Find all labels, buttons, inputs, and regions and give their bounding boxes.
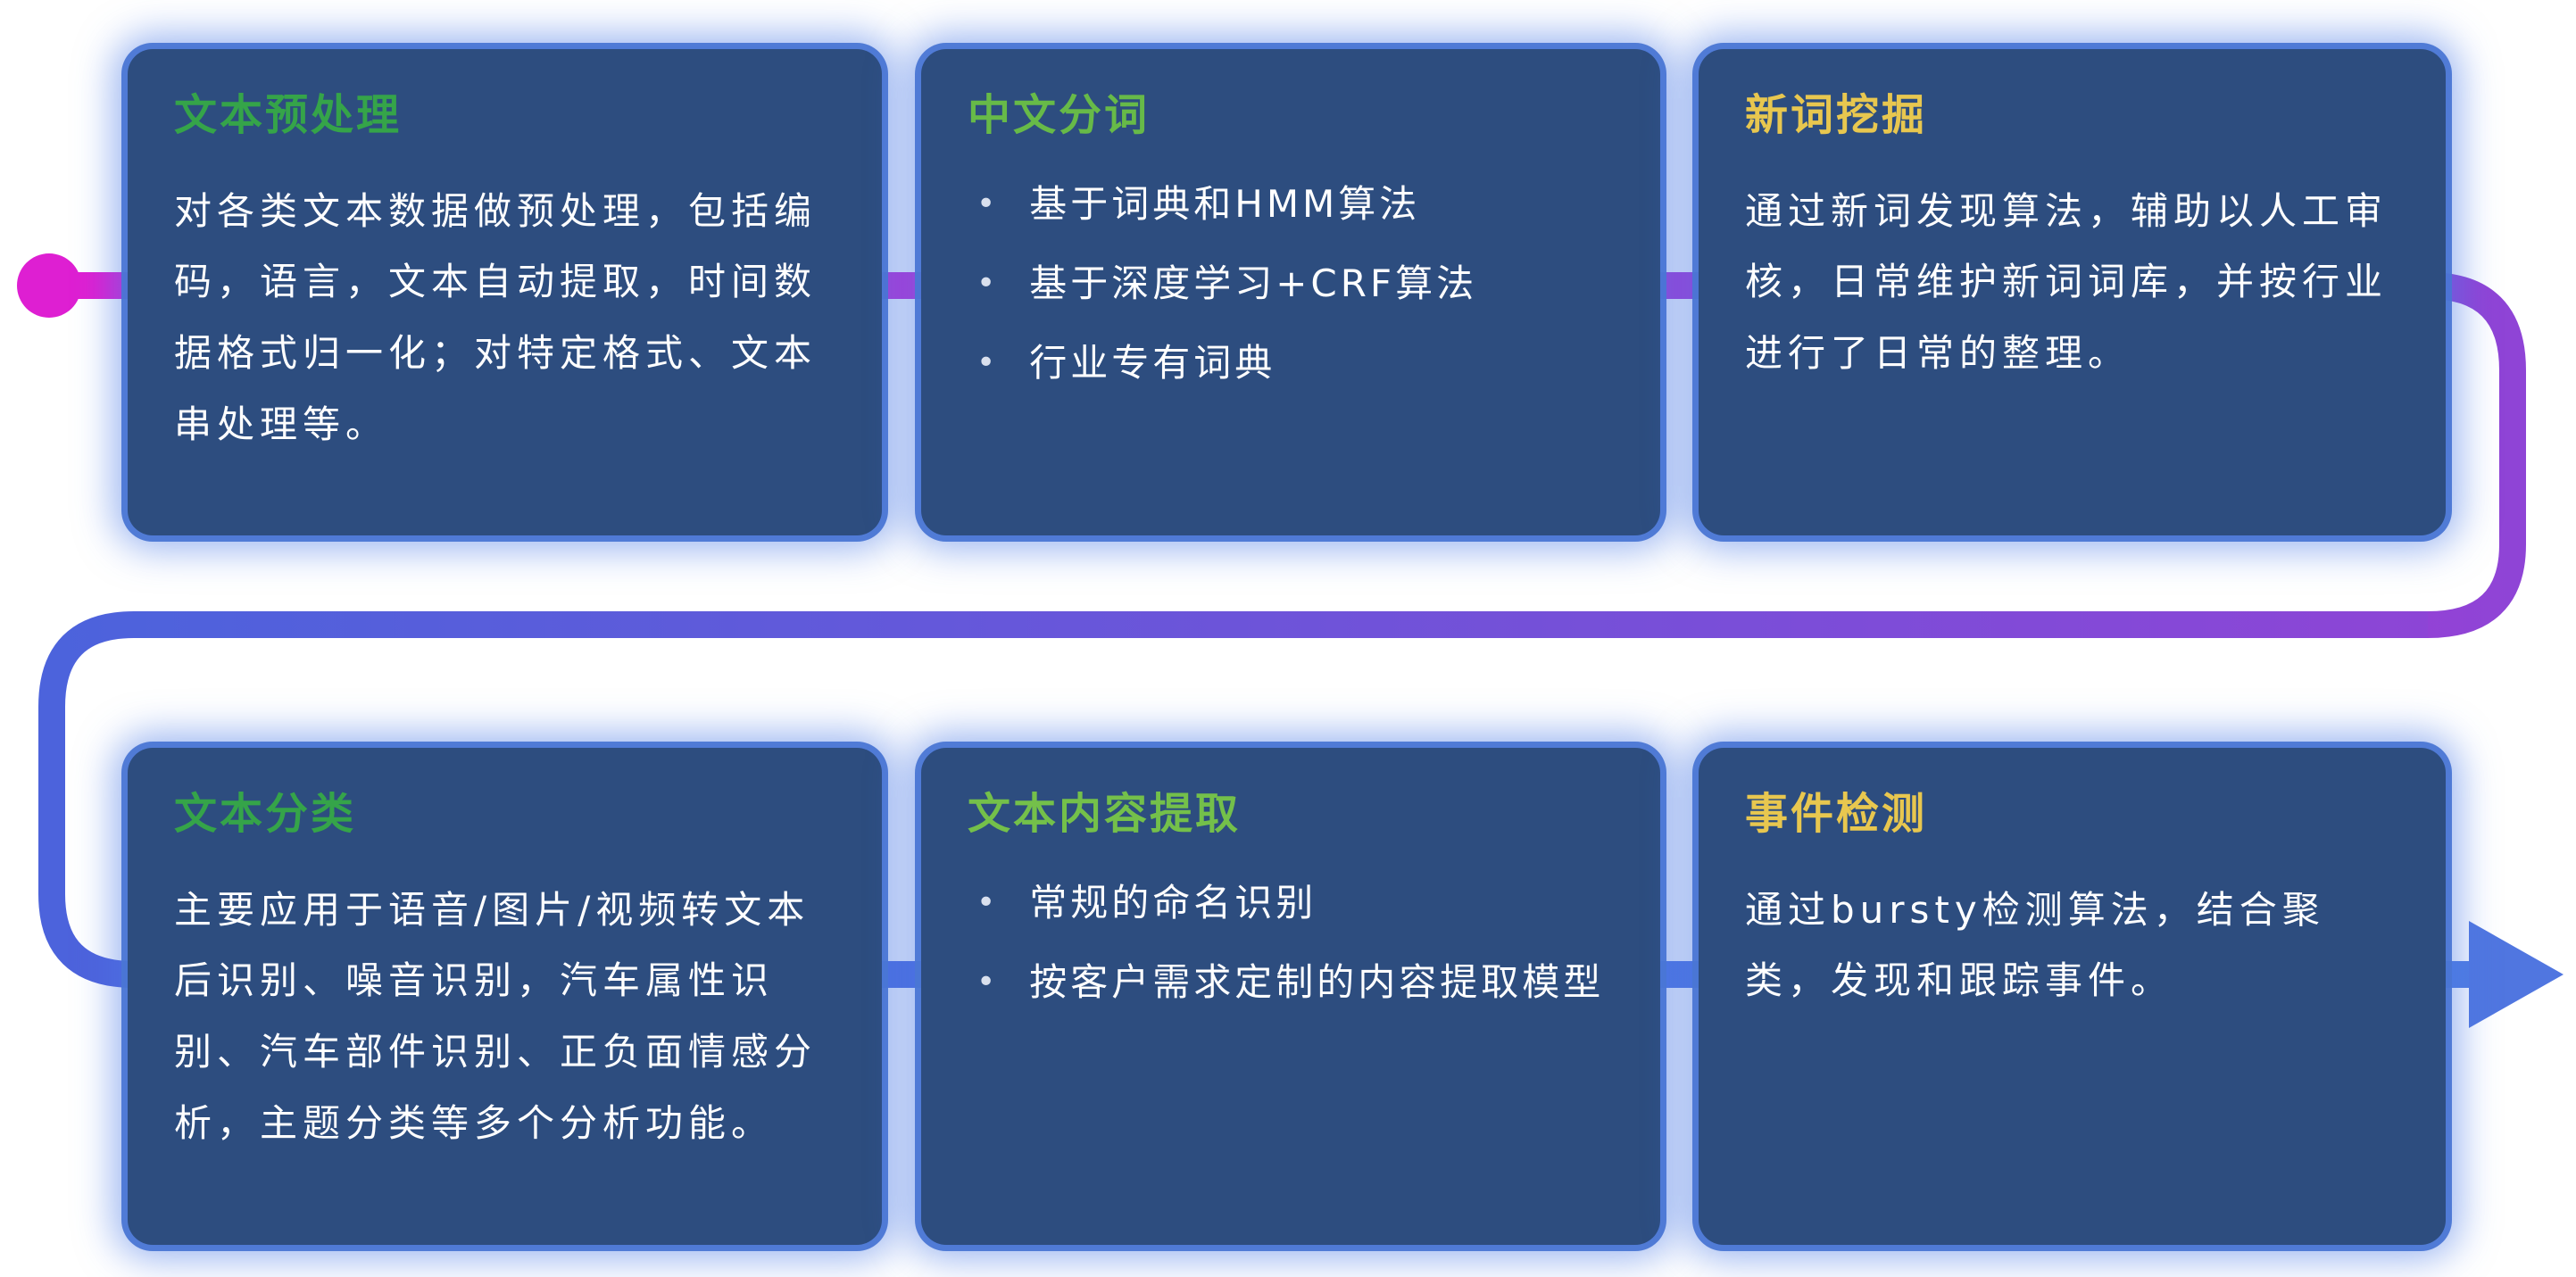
card-text-classification: 文本分类 主要应用于语音/图片/视频转文本后识别、噪音识别，汽车属性识别、汽车部… xyxy=(128,748,882,1245)
bullet-icon: • xyxy=(976,344,1000,381)
card-body-text: 通过新词发现算法，辅助以人工审核，日常维护新词词库，并按行业进行了日常的整理。 xyxy=(1745,188,2389,376)
card-body-text: 对各类文本数据做预处理，包括编码，语言，文本自动提取，时间数据格式归一化；对特定… xyxy=(174,188,818,446)
bullet-icon: • xyxy=(976,883,1000,921)
card-title: 文本预处理 xyxy=(174,90,403,140)
bullet-item: • 常规的命名识别 xyxy=(976,875,1614,931)
bullet-list: • 常规的命名识别 • 按客户需求定制的内容提取模型 xyxy=(968,875,1614,1010)
bullet-item: • 基于词典和HMM算法 xyxy=(976,176,1614,232)
card-text-content-extraction: 文本内容提取 • 常规的命名识别 • 按客户需求定制的内容提取模型 xyxy=(921,748,1660,1245)
flow-arrow-icon xyxy=(2469,921,2564,1028)
card-body-text: 通过bursty检测算法，结合聚类，发现和跟踪事件。 xyxy=(1745,887,2325,1003)
bullet-item: • 基于深度学习+CRF算法 xyxy=(976,255,1614,311)
card-title: 文本内容提取 xyxy=(968,789,1242,839)
bullet-text: 基于词典和HMM算法 xyxy=(1029,181,1421,226)
card-event-detection: 事件检测 通过bursty检测算法，结合聚类，发现和跟踪事件。 xyxy=(1699,748,2446,1245)
card-title: 事件检测 xyxy=(1745,789,1928,839)
flow-segment-middle xyxy=(38,611,2428,988)
card-title: 文本分类 xyxy=(174,789,357,839)
bullet-item: • 行业专有词典 xyxy=(976,335,1614,391)
card-new-word-mining: 新词挖掘 通过新词发现算法，辅助以人工审核，日常维护新词词库，并按行业进行了日常… xyxy=(1699,49,2446,535)
card-title: 新词挖掘 xyxy=(1745,90,1928,140)
bullet-text: 常规的命名识别 xyxy=(1029,880,1317,925)
bullet-text: 基于深度学习+CRF算法 xyxy=(1029,261,1478,305)
card-chinese-word-segmentation: 中文分词 • 基于词典和HMM算法 • 基于深度学习+CRF算法 • 行业专有词… xyxy=(921,49,1660,535)
bullet-text: 行业专有词典 xyxy=(1029,340,1276,385)
flow-start-dot xyxy=(17,253,81,318)
bullet-icon: • xyxy=(976,185,1000,222)
card-text-preprocessing: 文本预处理 对各类文本数据做预处理，包括编码，语言，文本自动提取，时间数据格式归… xyxy=(128,49,882,535)
bullet-icon: • xyxy=(976,963,1000,1000)
card-title: 中文分词 xyxy=(968,90,1151,140)
bullet-icon: • xyxy=(976,264,1000,302)
bullet-text: 按客户需求定制的内容提取模型 xyxy=(1029,959,1605,1004)
bullet-list: • 基于词典和HMM算法 • 基于深度学习+CRF算法 • 行业专有词典 xyxy=(968,176,1614,391)
flow-segment-top xyxy=(49,272,2526,638)
card-body-text: 主要应用于语音/图片/视频转文本后识别、噪音识别，汽车属性识别、汽车部件识别、正… xyxy=(174,887,818,1145)
bullet-item: • 按客户需求定制的内容提取模型 xyxy=(976,954,1614,1010)
